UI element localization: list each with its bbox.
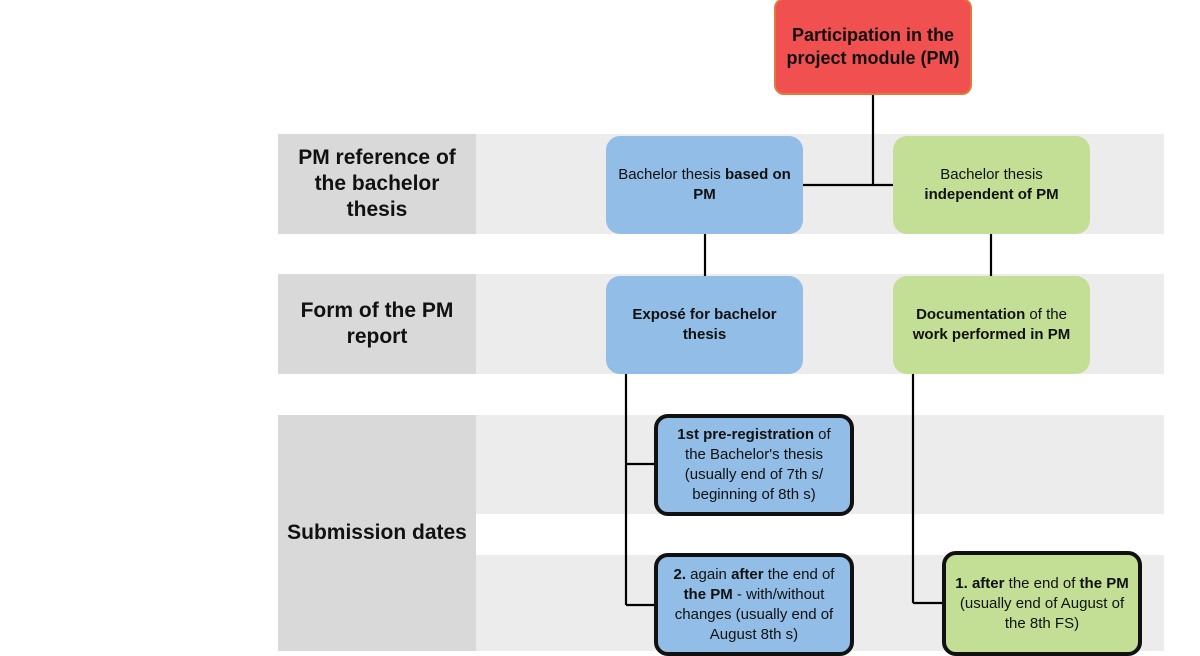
- node-pre-registration-bold: 1st pre-registration: [677, 426, 814, 443]
- node-again-after-b2: after: [731, 565, 764, 583]
- node-again-after-t1: again: [686, 565, 732, 583]
- node-documentation: Documentation of the work performed in P…: [893, 276, 1090, 374]
- node-pre-registration-post: of the Bachelor's thesis (usually end of…: [684, 426, 831, 503]
- node-again-after-t3: - with/without changes (usually end of A…: [674, 585, 834, 643]
- node-after-end: 1. after the end of the PM (usually end …: [942, 551, 1142, 656]
- node-based-on-pm-bold: based on PM: [693, 166, 791, 203]
- node-again-after-t2: the end of: [763, 565, 835, 583]
- row-label-form: Form of the PM report: [278, 274, 476, 374]
- root-node-text: Participation in the project module (PM): [786, 24, 960, 68]
- row-label-submission: Submission dates: [278, 415, 476, 651]
- node-based-on-pm-text: Bachelor thesis based on PM: [614, 165, 795, 205]
- node-independent-bold: independent of PM: [924, 186, 1059, 203]
- node-after-end-t2: (usually end of August of the 8th FS): [959, 594, 1125, 632]
- node-documentation-bold1: Documentation: [916, 306, 1026, 323]
- node-independent-pre: Bachelor thesis: [940, 166, 1043, 183]
- node-independent-of-pm: Bachelor thesis independent of PM: [893, 136, 1090, 234]
- row-label-reference-text: PM reference of the bachelor thesis: [298, 146, 456, 221]
- node-pre-registration: 1st pre-registration of the Bachelor's t…: [654, 414, 854, 516]
- node-after-end-b2: the PM: [1079, 574, 1129, 592]
- node-pre-registration-text: 1st pre-registration of the Bachelor's t…: [666, 425, 842, 505]
- row-label-reference: PM reference of the bachelor thesis: [278, 134, 476, 234]
- row-label-submission-text: Submission dates: [287, 521, 467, 544]
- node-after-end-text: 1. after the end of the PM (usually end …: [954, 574, 1130, 634]
- node-documentation-bold2: work performed in PM: [912, 326, 1071, 343]
- root-node: Participation in the project module (PM): [774, 0, 972, 95]
- node-after-end-b1: 1. after: [955, 574, 1005, 592]
- node-expose: Exposé for bachelor thesis: [606, 276, 803, 374]
- node-again-after: 2. again after the end of the PM - with/…: [654, 553, 854, 656]
- node-after-end-t1: the end of: [1004, 574, 1080, 592]
- node-independent-text: Bachelor thesis independent of PM: [901, 165, 1082, 205]
- node-again-after-b1: 2.: [673, 565, 687, 583]
- row-label-form-text: Form of the PM report: [300, 299, 454, 348]
- node-documentation-text: Documentation of the work performed in P…: [901, 305, 1082, 345]
- node-again-after-text: 2. again after the end of the PM - with/…: [666, 565, 842, 645]
- node-expose-text: Exposé for bachelor thesis: [632, 306, 777, 343]
- node-based-on-pm-pre: Bachelor thesis: [618, 166, 725, 183]
- node-again-after-b3: the PM: [683, 585, 733, 603]
- node-based-on-pm: Bachelor thesis based on PM: [606, 136, 803, 234]
- node-documentation-mid: of the: [1025, 306, 1067, 323]
